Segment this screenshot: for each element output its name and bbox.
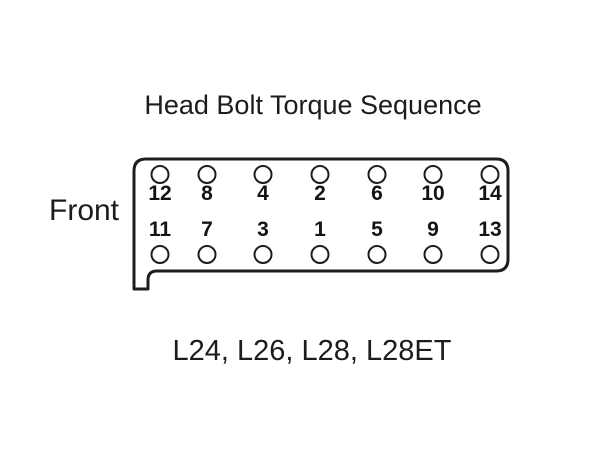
bolt-column: 10 9	[418, 160, 448, 272]
bolt-number-top: 14	[478, 182, 502, 205]
bolt-number-bottom: 7	[201, 218, 213, 241]
bolt-number-bottom: 3	[257, 218, 269, 241]
bolt-number-bottom: 9	[427, 218, 439, 241]
bolt-hole-icon	[367, 245, 387, 264]
bolt-column: 4 3	[248, 160, 278, 272]
bolt-hole-icon	[480, 165, 500, 184]
page-title: Head Bolt Torque Sequence	[144, 90, 482, 120]
bolt-hole-icon	[197, 165, 217, 184]
bolt-number-top: 6	[371, 182, 383, 205]
bolt-hole-icon	[423, 165, 443, 184]
bolt-hole-icon	[310, 165, 330, 184]
bolt-column: 2 1	[305, 160, 335, 272]
bolt-number-top: 10	[421, 182, 445, 205]
bolt-column: 14 13	[475, 160, 505, 272]
bolt-hole-icon	[423, 245, 443, 264]
bolt-hole-icon	[150, 245, 170, 264]
bolt-hole-icon	[197, 245, 217, 264]
front-label: Front	[49, 194, 120, 227]
bolt-column: 8 7	[192, 160, 222, 272]
bolt-hole-icon	[253, 245, 273, 264]
bolt-hole-icon	[480, 245, 500, 264]
bolt-number-top: 12	[148, 182, 172, 205]
bolt-number-bottom: 11	[148, 218, 172, 241]
bolt-column: 6 5	[362, 160, 392, 272]
bolt-hole-icon	[367, 165, 387, 184]
engine-models-caption: L24, L26, L28, L28ET	[172, 335, 452, 367]
bolt-hole-icon	[310, 245, 330, 264]
bolt-number-bottom: 5	[371, 218, 383, 241]
bolt-column: 12 11	[145, 160, 175, 272]
bolt-number-top: 4	[257, 182, 269, 205]
bolt-hole-icon	[253, 165, 273, 184]
bolt-number-top: 2	[314, 182, 326, 205]
bolt-number-bottom: 1	[314, 218, 326, 241]
bolt-number-bottom: 13	[478, 218, 502, 241]
bolt-number-top: 8	[201, 182, 213, 205]
bolt-hole-icon	[150, 165, 170, 184]
